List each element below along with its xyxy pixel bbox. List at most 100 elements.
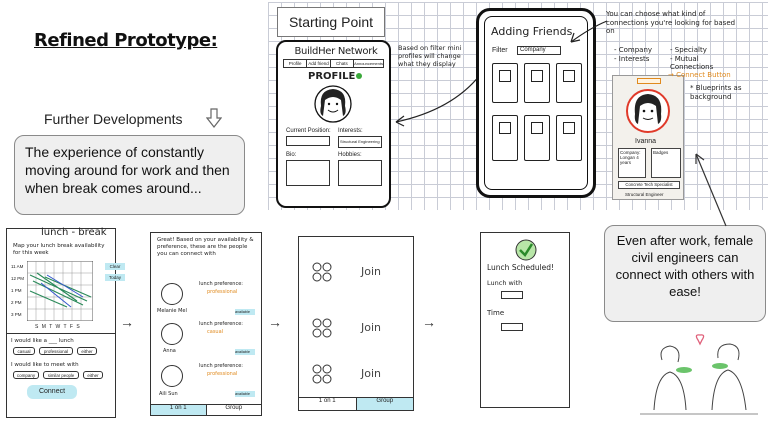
match-pref-label: lunch preference:: [199, 321, 243, 328]
day-labels: S M T W T F S: [35, 324, 81, 331]
lunch-with-field[interactable]: [501, 291, 523, 299]
availability-chart[interactable]: [27, 261, 93, 321]
mini-profile-card[interactable]: [556, 63, 582, 103]
mini-profile-grid: [492, 63, 584, 173]
flow-arrow-icon: →: [422, 314, 436, 330]
blueprints-note: * Blueprints as background: [690, 84, 760, 102]
option-either[interactable]: either: [77, 347, 97, 355]
specialist-label-2: Structural Engineer: [625, 191, 664, 198]
available-badge-text: available: [235, 392, 250, 396]
connect-button[interactable]: [637, 78, 661, 84]
option-professional[interactable]: professional: [39, 347, 73, 355]
tab-group[interactable]: Group: [357, 398, 414, 410]
tab-bar: 1 on 1 Group: [151, 404, 261, 415]
hobbies-label: Hobbies:: [338, 152, 362, 159]
option-either-text: either: [81, 349, 92, 354]
after-work-bubble-text: Even after work, female civil engineers …: [616, 233, 755, 299]
join-link[interactable]: Join: [361, 367, 381, 380]
lunch-like-label: I would like a ___ lunch: [11, 337, 74, 345]
connect-button-label: Connect Button: [676, 71, 731, 79]
flow-arrow-icon: →: [120, 314, 134, 330]
matches-intro: Great! Based on your availability & pref…: [157, 237, 257, 258]
clear-tag-text: Clear: [110, 264, 121, 269]
scheduled-screen: Lunch Scheduled! Lunch with Time: [480, 232, 570, 408]
option-casual-text: casual: [17, 349, 30, 354]
join-link[interactable]: Join: [361, 321, 381, 334]
scheduled-title: Lunch Scheduled!: [487, 263, 554, 272]
badges-label: Badges: [653, 150, 679, 155]
connect-lunch-button[interactable]: Connect: [27, 385, 77, 399]
tab-bar: 1 on 1 Group: [299, 397, 413, 410]
mini-profile-card[interactable]: [492, 115, 518, 161]
filter-select[interactable]: Company: [517, 46, 561, 55]
match-avatar: [161, 323, 183, 345]
time-field[interactable]: [501, 323, 523, 331]
friends-lunch-illustration: [640, 330, 758, 420]
divider: [7, 333, 115, 334]
clear-tag[interactable]: Clear: [105, 263, 125, 270]
flow-arrow-icon: →: [268, 314, 282, 330]
meet-option-company-text: company: [17, 373, 35, 378]
bio-field[interactable]: [286, 160, 330, 186]
further-developments-label: Further Developments: [44, 111, 183, 127]
connect-button-note: → Connect Button: [668, 72, 731, 79]
match-name: Melanie Mel: [157, 308, 187, 315]
current-position-label: Current Position:: [286, 128, 331, 135]
available-badge: available: [235, 349, 255, 355]
filter-note: Based on filter mini profiles will chang…: [398, 44, 468, 68]
choose-option: - Specialty: [670, 46, 707, 54]
mini-profile-card[interactable]: [524, 63, 550, 103]
online-dot-icon: [356, 73, 362, 79]
nav-profile[interactable]: Profile: [284, 60, 307, 67]
match-name: Aili Sun: [159, 391, 178, 398]
match-pref-label: lunch preference:: [199, 363, 243, 370]
profile-phone: BuildHer Network Profile Add friend Chat…: [276, 40, 391, 208]
company-value: Longan 4 years: [620, 155, 644, 165]
avatar: [313, 84, 353, 124]
time-label: 1 PM: [11, 287, 22, 294]
company-box: Company: Longan 4 years: [618, 148, 646, 178]
join-link[interactable]: Join: [361, 265, 381, 278]
experience-bubble-text: The experience of constantly moving arou…: [25, 144, 230, 196]
nav-add-friend[interactable]: Add friend: [307, 60, 330, 67]
meet-option-either-text: either: [87, 373, 98, 378]
option-casual[interactable]: casual: [13, 347, 35, 355]
arrow-to-profile-icon: [392, 70, 482, 130]
today-tag[interactable]: Today: [105, 274, 125, 281]
meet-option-either[interactable]: either: [83, 371, 103, 379]
mini-profile-card[interactable]: [524, 115, 550, 161]
interest-tag: Structural Engineering: [338, 136, 382, 148]
down-arrow-icon: [206, 108, 222, 128]
bubble-pointer-icon: [690, 150, 730, 228]
group-avatars-icon: [311, 261, 333, 283]
choose-option: - Company: [614, 46, 652, 54]
meet-option-company[interactable]: company: [13, 371, 39, 379]
specialist-box: Concrete Tech Specialist: [618, 181, 680, 189]
mini-profile-card[interactable]: [492, 63, 518, 103]
time-label: 12 PM: [11, 275, 24, 282]
time-label: 2 PM: [11, 299, 22, 306]
hobbies-field[interactable]: [338, 160, 382, 186]
lunch-break-prompt: Map your lunch break availability for th…: [13, 243, 105, 257]
page-title: Refined Prototype:: [34, 30, 217, 51]
match-pref: casual: [207, 329, 223, 336]
nav-chats[interactable]: Chats: [331, 60, 354, 67]
lunch-with-label: Lunch with: [487, 279, 522, 287]
tab-1on1[interactable]: 1 on 1: [151, 405, 207, 415]
after-work-bubble: Even after work, female civil engineers …: [604, 225, 766, 322]
interest-tag-text: Structural Engineering: [340, 139, 380, 144]
match-avatar: [161, 283, 183, 305]
mini-profile-card[interactable]: [556, 115, 582, 161]
filter-value: Company: [520, 47, 546, 53]
group-avatars-icon: [311, 317, 333, 339]
time-label: Time: [487, 309, 504, 317]
choose-option: - Mutual Connections: [670, 55, 730, 71]
tab-1on1[interactable]: 1 on 1: [299, 398, 357, 410]
badges-box: Badges: [651, 148, 681, 178]
today-tag-text: Today: [109, 275, 121, 280]
nav-announcements[interactable]: Announcements: [354, 60, 383, 67]
tab-group[interactable]: Group: [207, 405, 262, 415]
match-pref-label: lunch preference:: [199, 281, 243, 288]
meet-option-similar[interactable]: similar people: [43, 371, 79, 379]
current-position-field[interactable]: [286, 136, 330, 146]
